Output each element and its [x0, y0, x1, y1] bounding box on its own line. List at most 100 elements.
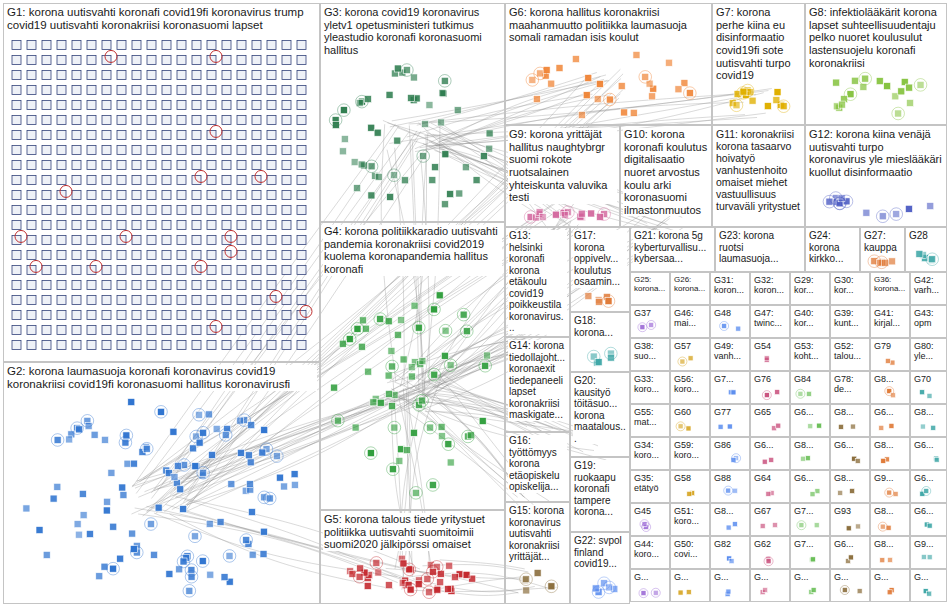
- vertex-icon: [147, 40, 156, 49]
- vertex-icon: [297, 280, 306, 289]
- vertex-ring: [602, 295, 615, 308]
- vertex-icon: [772, 523, 777, 528]
- vertex-icon: [117, 145, 126, 154]
- vertex-icon: [297, 235, 306, 244]
- vertex-icon: [445, 441, 452, 448]
- vertex-icon: [123, 432, 130, 439]
- vertex-icon: [848, 555, 853, 560]
- vertex-icon: [282, 325, 291, 334]
- vertex-icon: [733, 488, 738, 493]
- vertex-icon: [346, 336, 353, 343]
- self-loop: [210, 125, 222, 137]
- vertex-icon: [895, 110, 902, 117]
- group-box: G45: [630, 503, 670, 536]
- vertex-icon: [267, 175, 276, 184]
- group-box: G11: koronakriisi korona tasaarvo hoivat…: [712, 125, 805, 227]
- vertex-icon: [132, 340, 141, 349]
- vertex-icon: [177, 40, 186, 49]
- group-box: G76: [750, 371, 790, 404]
- vertex-icon: [297, 265, 306, 274]
- vertex-icon: [177, 486, 184, 493]
- group-box: G51: koro...: [670, 503, 710, 536]
- vertex-icon: [252, 265, 261, 274]
- vertex-icon: [12, 310, 21, 319]
- vertex-icon: [177, 115, 186, 124]
- vertex-icon: [237, 310, 246, 319]
- vertex-icon: [386, 390, 393, 397]
- group-box: G...: [750, 569, 790, 602]
- vertex-icon: [207, 115, 216, 124]
- group-label: G6...: [873, 407, 907, 417]
- vertex-ring: [388, 421, 401, 434]
- group-label: G29: kor...: [793, 275, 827, 296]
- vertex-ring: [107, 562, 120, 575]
- group-label: G78: de...: [833, 374, 867, 395]
- vertex-icon: [72, 40, 81, 49]
- vertex-icon: [387, 193, 394, 200]
- vertex-icon: [621, 109, 628, 116]
- group-label: G52: talou...: [833, 341, 867, 362]
- vertex-ring: [651, 588, 660, 597]
- vertex-icon: [162, 250, 171, 259]
- vertex-icon: [72, 100, 81, 109]
- group-box: G49: vanh...: [710, 338, 750, 371]
- group-box: G39: kunt...: [830, 305, 870, 338]
- vertex-icon: [102, 310, 111, 319]
- vertex-icon: [132, 175, 141, 184]
- vertex-icon: [260, 551, 267, 558]
- vertex-ring: [796, 389, 805, 398]
- vertex-icon: [87, 85, 96, 94]
- edge-line: [140, 201, 559, 482]
- vertex-icon: [87, 310, 96, 319]
- group-box: G40: kor...: [790, 305, 830, 338]
- vertex-icon: [57, 70, 66, 79]
- vertex-icon: [889, 423, 894, 428]
- group-label: G1: korona uutisvahti koronafi covid19fi…: [6, 6, 317, 32]
- vertex-icon: [451, 574, 458, 581]
- vertex-icon: [132, 265, 141, 274]
- vertex-icon: [354, 325, 361, 332]
- vertex-icon: [177, 205, 186, 214]
- vertex-icon: [385, 582, 392, 589]
- vertex-icon: [132, 115, 141, 124]
- vertex-icon: [147, 85, 156, 94]
- edge-line: [137, 220, 572, 481]
- group-box: G46: mai...: [670, 305, 710, 338]
- vertex-icon: [400, 560, 407, 567]
- vertex-icon: [375, 173, 382, 180]
- vertex-icon: [192, 85, 201, 94]
- vertex-icon: [675, 86, 682, 93]
- vertex-icon: [426, 102, 433, 109]
- group-label: G17: korona oppivelv... koulutus osaamin…: [573, 230, 627, 288]
- vertex-icon: [132, 235, 141, 244]
- group-box: G32: koron...: [750, 272, 790, 305]
- group-box: G35: etätyö: [630, 470, 670, 503]
- vertex-icon: [102, 130, 111, 139]
- vertex-icon: [426, 589, 433, 596]
- vertex-icon: [143, 445, 150, 452]
- group-label: G80: yle...: [913, 341, 944, 362]
- vertex-icon: [72, 115, 81, 124]
- vertex-icon: [87, 55, 96, 64]
- vertex-icon: [857, 589, 862, 594]
- vertex-icon: [267, 265, 276, 274]
- vertex-icon: [282, 220, 291, 229]
- group-label: G51: koro...: [673, 506, 707, 527]
- vertex-icon: [934, 457, 939, 462]
- vertex-icon: [441, 77, 448, 84]
- vertex-icon: [447, 191, 454, 198]
- vertex-icon: [297, 190, 306, 199]
- vertex-icon: [192, 220, 201, 229]
- vertex-ring: [185, 570, 198, 583]
- vertex-icon: [162, 100, 171, 109]
- vertex-ring: [120, 429, 133, 442]
- vertex-icon: [42, 190, 51, 199]
- vertex-icon: [147, 340, 156, 349]
- vertex-icon: [87, 235, 96, 244]
- vertex-icon: [815, 489, 820, 494]
- vertex-icon: [432, 164, 439, 171]
- vertex-icon: [572, 56, 579, 63]
- vertex-icon: [267, 115, 276, 124]
- edge-line: [151, 150, 424, 493]
- group-box: G6...: [830, 437, 870, 470]
